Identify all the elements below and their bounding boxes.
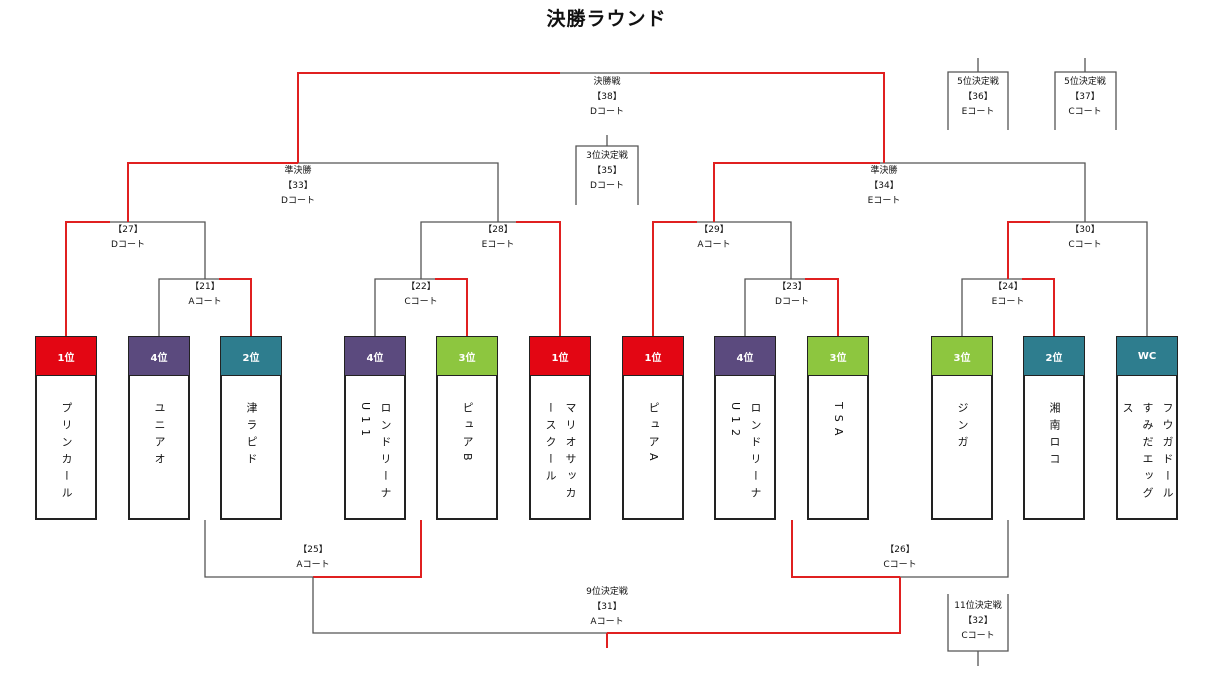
team-card: WC フウガドールすみだエッグス (1116, 336, 1178, 520)
bracket-win-38b (650, 72, 885, 163)
team-card: 1位 ピュアA (622, 336, 684, 520)
bracket-win-34 (713, 162, 880, 222)
bracket-win-27 (65, 221, 110, 336)
team-rank: 2位 (1023, 336, 1085, 376)
match-27-label: 【27】Dコート (111, 225, 145, 250)
team-rank: 1位 (35, 336, 97, 376)
team-rank: 4位 (344, 336, 406, 376)
team-rank: 3位 (436, 336, 498, 376)
team-card: 1位 プリンカール (35, 336, 97, 520)
match-21-label: 【21】Aコート (188, 282, 222, 307)
bracket-win-23 (805, 278, 839, 336)
match-23-label: 【23】Dコート (775, 282, 809, 307)
bracket-win-26 (791, 520, 900, 578)
match-22-label: 【22】Cコート (404, 282, 438, 307)
match-32-label: 11位決定戦【32】Cコート (954, 601, 1002, 641)
team-name: 湘南ロコ (1048, 402, 1061, 470)
match-24-label: 【24】Eコート (991, 282, 1025, 307)
match-37-label: 5位決定戦【37】Cコート (1064, 77, 1106, 117)
match-36-label: 5位決定戦【36】Eコート (957, 77, 999, 117)
team-name: ロンドリーナU11 (359, 402, 392, 504)
team-name: TSA (832, 402, 845, 442)
team-name: プリンカール (60, 402, 73, 504)
team-name: マリオサッカースクール (544, 402, 577, 504)
team-rank: 2位 (220, 336, 282, 376)
bracket-win-31 (607, 577, 901, 634)
team-card: 3位 ピュアB (436, 336, 498, 520)
team-card: 3位 ジンガ (931, 336, 993, 520)
team-name: ピュアB (461, 402, 474, 467)
team-rank: 4位 (714, 336, 776, 376)
page-title: 決勝ラウンド (546, 8, 667, 30)
team-name: 津ラピド (245, 402, 258, 470)
match-29-label: 【29】Aコート (697, 225, 731, 250)
team-card: 3位 TSA (807, 336, 869, 520)
bracket-win-22 (435, 278, 468, 336)
team-card: 2位 津ラピド (220, 336, 282, 520)
team-name: ユニアオ (153, 402, 166, 470)
match-34-label: 準決勝【34】Eコート (867, 166, 901, 206)
team-rank: 1位 (622, 336, 684, 376)
team-rank: 4位 (128, 336, 190, 376)
match-35-label: 3位決定戦【35】Dコート (586, 151, 628, 191)
match-31-label: 9位決定戦【31】Aコート (586, 587, 628, 627)
bracket-win-29 (652, 221, 697, 336)
bracket-win-33 (127, 162, 298, 222)
team-rank: 3位 (931, 336, 993, 376)
bracket-win-25 (313, 520, 422, 578)
match-26-label: 【26】Cコート (883, 545, 917, 570)
match-30-label: 【30】Cコート (1068, 225, 1102, 250)
match-38-label: 決勝戦【38】Dコート (590, 77, 624, 117)
team-name: フウガドールすみだエッグス (1121, 402, 1174, 504)
match-33-label: 準決勝【33】Dコート (281, 166, 315, 206)
bracket-win-24 (1022, 278, 1055, 336)
team-name: ジンガ (956, 402, 969, 453)
match-28-label: 【28】Eコート (481, 225, 515, 250)
team-rank: WC (1116, 336, 1178, 376)
team-rank: 3位 (807, 336, 869, 376)
bracket-win-38 (297, 72, 560, 163)
bracket-win-21 (219, 278, 252, 336)
team-card: 1位 マリオサッカースクール (529, 336, 591, 520)
team-name: ロンドリーナU12 (729, 402, 762, 504)
team-card: 4位 ロンドリーナU12 (714, 336, 776, 520)
match-25-label: 【25】Aコート (296, 545, 330, 570)
team-rank: 1位 (529, 336, 591, 376)
team-card: 4位 ロンドリーナU11 (344, 336, 406, 520)
team-name: ピュアA (647, 402, 660, 467)
team-card: 2位 湘南ロコ (1023, 336, 1085, 520)
bracket-win-28 (516, 221, 561, 336)
team-card: 4位 ユニアオ (128, 336, 190, 520)
bracket-win-30 (1007, 221, 1050, 279)
